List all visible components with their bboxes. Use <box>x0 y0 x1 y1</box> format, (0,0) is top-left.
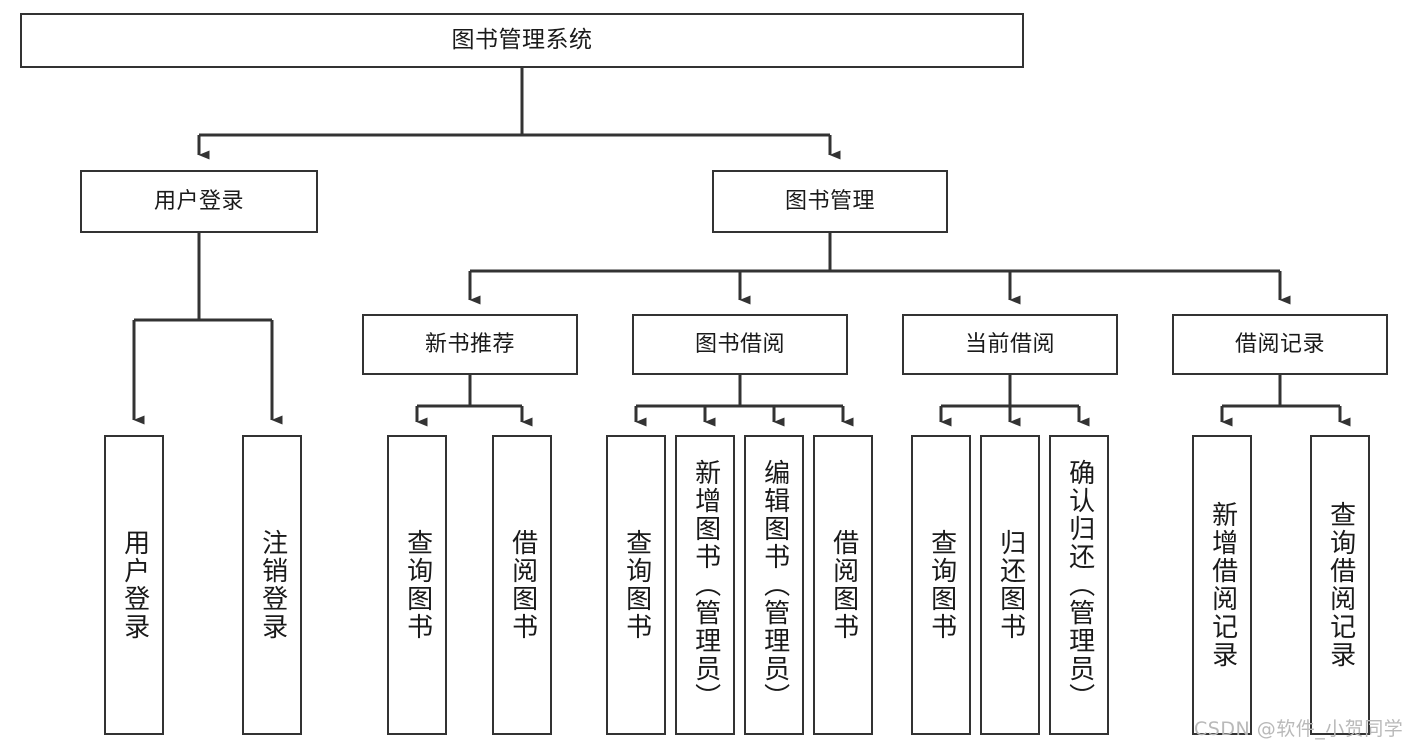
leaf-bb-query-book-label: 查询图书 <box>621 529 652 641</box>
leaf-user-login[interactable]: 用户登录 <box>104 435 164 735</box>
leaf-nb-query-book[interactable]: 查询图书 <box>387 435 447 735</box>
node-current-borrow-label: 当前借阅 <box>964 331 1055 357</box>
leaf-cb-return-book[interactable]: 归还图书 <box>980 435 1040 735</box>
node-user-login-label: 用户登录 <box>153 188 244 214</box>
node-new-book-recommend-label: 新书推荐 <box>424 331 515 357</box>
leaf-bb-borrow-book-label: 借阅图书 <box>828 529 859 641</box>
leaf-cb-query-book-label: 查询图书 <box>926 529 957 641</box>
leaf-bb-edit-book-admin-label: 编辑图书（管理员） <box>759 459 790 711</box>
node-book-borrow-label: 图书借阅 <box>694 331 785 357</box>
leaf-logout-label: 注销登录 <box>257 529 288 641</box>
leaf-nb-query-book-label: 查询图书 <box>402 529 433 641</box>
leaf-cb-query-book[interactable]: 查询图书 <box>911 435 971 735</box>
leaf-br-add-record-label: 新增借阅记录 <box>1207 501 1238 669</box>
leaf-bb-query-book[interactable]: 查询图书 <box>606 435 666 735</box>
leaf-bb-add-book-admin[interactable]: 新增图书（管理员） <box>675 435 735 735</box>
leaf-cb-confirm-return-admin[interactable]: 确认归还（管理员） <box>1049 435 1109 735</box>
node-borrow-record[interactable]: 借阅记录 <box>1172 314 1388 375</box>
node-book-borrow[interactable]: 图书借阅 <box>632 314 848 375</box>
node-current-borrow[interactable]: 当前借阅 <box>902 314 1118 375</box>
node-book-management[interactable]: 图书管理 <box>712 170 948 233</box>
leaf-bb-edit-book-admin[interactable]: 编辑图书（管理员） <box>744 435 804 735</box>
leaf-br-query-record-label: 查询借阅记录 <box>1325 501 1356 669</box>
leaf-cb-return-book-label: 归还图书 <box>995 529 1026 641</box>
node-root-system[interactable]: 图书管理系统 <box>20 13 1024 68</box>
node-book-management-label: 图书管理 <box>784 188 875 214</box>
node-borrow-record-label: 借阅记录 <box>1234 331 1325 357</box>
leaf-br-query-record[interactable]: 查询借阅记录 <box>1310 435 1370 735</box>
node-user-login[interactable]: 用户登录 <box>80 170 318 233</box>
leaf-cb-confirm-return-admin-label: 确认归还（管理员） <box>1064 459 1095 711</box>
node-new-book-recommend[interactable]: 新书推荐 <box>362 314 578 375</box>
leaf-bb-add-book-admin-label: 新增图书（管理员） <box>690 459 721 711</box>
leaf-user-login-label: 用户登录 <box>119 529 150 641</box>
leaf-nb-borrow-book-label: 借阅图书 <box>507 529 538 641</box>
leaf-br-add-record[interactable]: 新增借阅记录 <box>1192 435 1252 735</box>
leaf-nb-borrow-book[interactable]: 借阅图书 <box>492 435 552 735</box>
node-root-system-label: 图书管理系统 <box>451 26 593 53</box>
leaf-bb-borrow-book[interactable]: 借阅图书 <box>813 435 873 735</box>
leaf-logout[interactable]: 注销登录 <box>242 435 302 735</box>
